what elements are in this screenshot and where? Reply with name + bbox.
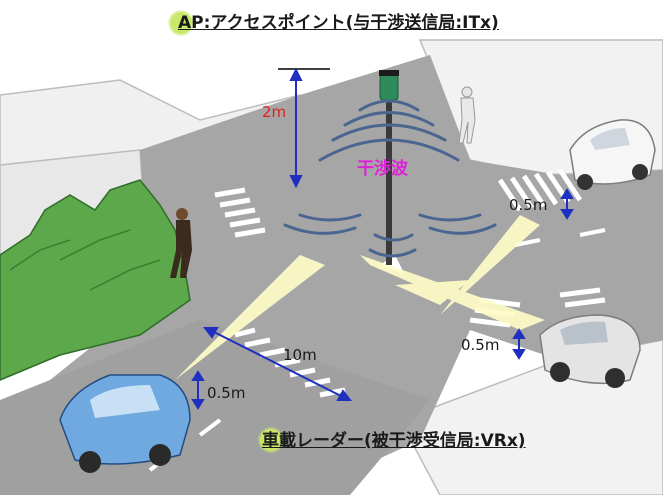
- pedestrian-left: [170, 208, 192, 278]
- hedge: [0, 179, 191, 381]
- car-silver-right: [539, 314, 641, 388]
- radar-title-marker: [258, 427, 284, 453]
- distance-label: 10m: [283, 346, 317, 364]
- radar-beams: [175, 215, 545, 380]
- car-white-top-right: [569, 119, 656, 190]
- radar-height-label-top-right: 0.5m: [509, 196, 548, 214]
- car-blue-left: [59, 374, 191, 473]
- ap-title-marker: [168, 10, 194, 36]
- radar-height-label-right: 0.5m: [461, 336, 500, 354]
- ap-height-label: 2m: [262, 103, 287, 121]
- crosswalk-top: [214, 187, 266, 238]
- pedestrian-right: [458, 86, 476, 144]
- radar-height-label-left: 0.5m: [207, 384, 246, 402]
- ap-title: AP:アクセスポイント(与干渉送信局:ITx): [178, 13, 499, 33]
- interference-waves: [283, 99, 497, 258]
- interference-label: 干渉波: [357, 159, 408, 179]
- crosswalk-right: [497, 168, 583, 212]
- radar-title: 車載レーダー(被干渉受信局:VRx): [262, 431, 526, 451]
- dimension-arrows: [191, 67, 574, 410]
- crosswalk-bottom-left: [234, 327, 346, 398]
